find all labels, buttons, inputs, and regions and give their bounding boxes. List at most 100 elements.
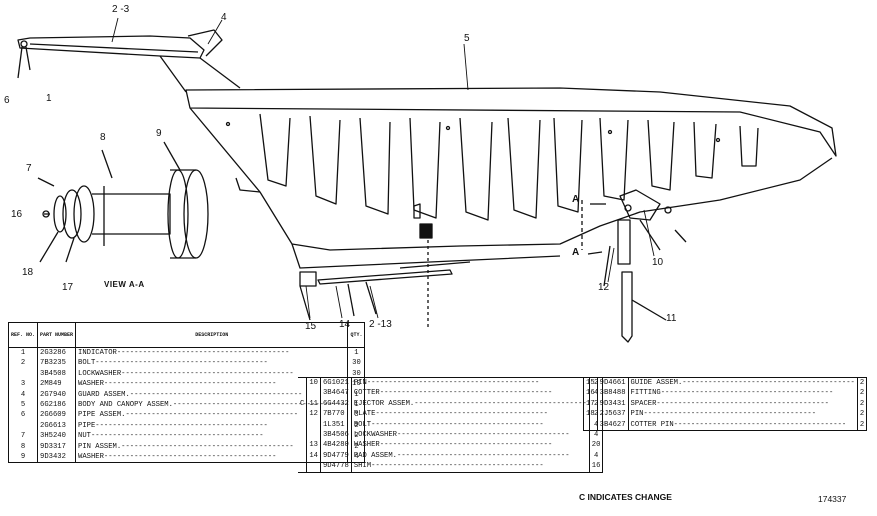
description-text: WASHER — [353, 441, 380, 450]
part-number-cell: 9D4661 — [597, 377, 629, 389]
leader-dashes: ---------------------------------------- — [103, 380, 277, 389]
leader-dashes: ---------------------------------------- — [379, 389, 553, 398]
description-text: INDICATOR — [78, 349, 117, 357]
qty-cell: 2 — [859, 420, 865, 429]
callout-12: 12 — [598, 282, 610, 293]
leader-dashes: ---------------------------------------- — [379, 441, 553, 450]
description-cell: SPACER ---------------------------------… — [628, 398, 858, 410]
description-cell: PIN ------------------------------------… — [351, 377, 590, 389]
description-text: BOLT — [78, 359, 96, 368]
ref-cell: 5 — [8, 400, 39, 411]
callout-leaders — [111, 17, 655, 319]
qty-cell: 30 — [352, 369, 361, 378]
callout-17: 17 — [62, 282, 74, 293]
leader-dashes: ---------------------------------------- — [682, 379, 855, 387]
description-cell: GUIDE ASSEM. ---------------------------… — [628, 377, 858, 389]
ref-cell — [306, 388, 321, 399]
description-text: PIN — [630, 410, 644, 419]
part-number-cell: 3H5240 — [37, 431, 77, 442]
section-a-a-markers — [581, 200, 606, 255]
part-number-cell: 2G6613 — [37, 420, 77, 432]
leader-dashes: ---------------------------------------- — [656, 399, 829, 408]
figure-number: 174337 — [818, 494, 847, 504]
ref-cell: 14 — [306, 450, 321, 462]
description-cell: BOLT -----------------------------------… — [351, 419, 590, 431]
leader-dashes: ---------------------------------------- — [366, 379, 540, 387]
leader-dashes: ---------------------------------------- — [673, 420, 847, 429]
leader-dashes: ---------------------------------------- — [129, 390, 303, 399]
description-text: SPACER — [630, 399, 657, 408]
part-number-cell: 3B4506 — [320, 430, 352, 441]
callout-1: 1 — [46, 93, 52, 104]
change-note: C INDICATES CHANGE — [579, 492, 672, 502]
qty-cell: 30 — [352, 359, 361, 368]
header-description: DESCRIPTION — [75, 322, 349, 348]
guard-arm-illustration — [17, 29, 241, 93]
description-cell: COTTER PIN -----------------------------… — [628, 419, 858, 431]
part-number-cell: 3B4647 — [320, 388, 352, 399]
description-text: GUIDE ASSEM. — [630, 379, 683, 387]
body-and-canopy-illustration — [185, 87, 837, 330]
description-cell: FITTING --------------------------------… — [628, 388, 858, 399]
leader-dashes: ---------------------------------------- — [125, 411, 299, 420]
part-number-cell: 1L351 — [320, 419, 352, 431]
ref-cell: 16 — [583, 388, 598, 399]
ref-cell: 11 — [306, 398, 321, 410]
ref-cell: 15 — [583, 377, 598, 389]
description-text: LOCKWASHER — [353, 431, 397, 440]
leader-dashes: ---------------------------------------- — [397, 451, 570, 460]
change-marker-cell — [298, 440, 307, 450]
part-number-cell: 9D3431 — [597, 398, 629, 410]
view-a-a-label: VIEW A-A — [104, 280, 145, 289]
callout-5: 5 — [464, 33, 470, 44]
leader-dashes: ---------------------------------------- — [90, 432, 264, 441]
qty-cell: 4 — [593, 451, 599, 460]
leader-dashes: ---------------------------------------- — [397, 431, 570, 440]
change-marker-cell — [298, 461, 307, 472]
change-marker-cell — [298, 451, 307, 461]
change-marker-cell — [298, 388, 307, 398]
change-marker-cell: C — [300, 399, 305, 408]
ref-cell — [8, 368, 39, 380]
callout-2-3: 2 -3 — [112, 4, 130, 15]
part-number-cell: 9D3317 — [37, 441, 77, 453]
ref-cell: 8 — [8, 441, 39, 453]
description-text: WASHER — [78, 453, 104, 462]
description-cell: LOCKWASHER -----------------------------… — [351, 430, 590, 441]
part-number-cell: 7B770 — [320, 409, 352, 420]
ejector-illustration — [603, 219, 667, 343]
leader-dashes: ---------------------------------------- — [414, 399, 587, 408]
qty-cell: 2 — [859, 410, 865, 419]
qty-cell: 20 — [591, 441, 601, 450]
view-a-a-illustration — [37, 141, 209, 263]
header-ref-no: REF. NO. — [8, 322, 39, 348]
part-number-cell: 3B4627 — [597, 419, 629, 431]
callout-4: 4 — [221, 12, 227, 23]
description-text: EJECTOR ASSEM. — [353, 399, 415, 408]
description-cell: PAD ASSEM. -----------------------------… — [351, 450, 590, 462]
change-marker-cell — [298, 378, 307, 389]
description-cell: LOCKWASHER -----------------------------… — [75, 368, 349, 380]
callout-9: 9 — [156, 128, 162, 139]
callout-8: 8 — [100, 132, 106, 143]
description-cell: BOLT -----------------------------------… — [75, 358, 349, 369]
qty-cell: 4 — [593, 431, 599, 440]
description-text: BODY AND CANOPY ASSEM. — [78, 401, 173, 410]
callout-18: 18 — [22, 267, 34, 278]
callout-section-a-bottom: A — [572, 247, 580, 258]
qty-cell: 16 — [591, 462, 601, 471]
leader-dashes: ---------------------------------------- — [121, 442, 294, 451]
leader-dashes: ---------------------------------------- — [95, 359, 268, 368]
leader-dashes: ---------------------------------------- — [95, 421, 268, 430]
ref-cell — [306, 419, 321, 431]
change-marker-cell — [298, 409, 307, 419]
